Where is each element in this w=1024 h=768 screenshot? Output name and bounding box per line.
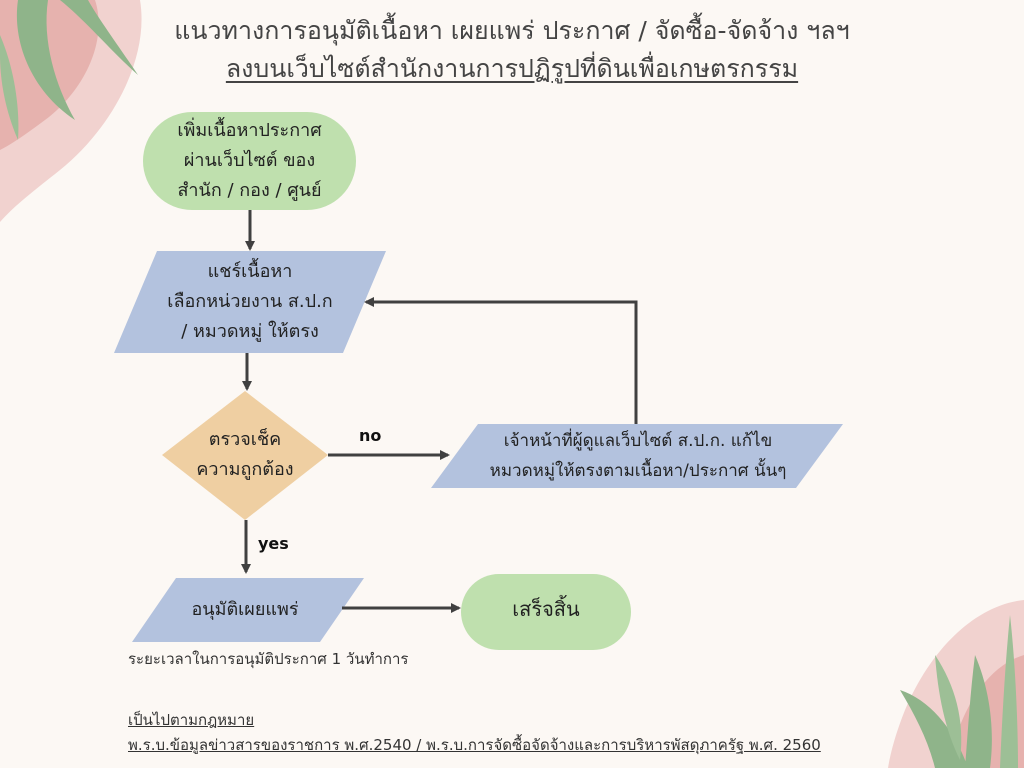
law-heading: เป็นไปตามกฎหมาย bbox=[128, 711, 255, 729]
start-terminal bbox=[143, 112, 356, 210]
fix-node-text: เจ้าหน้าที่ผู้ดูแลเว็บไซต์ ส.ป.ก. แก้ไข … bbox=[489, 431, 787, 481]
top-left-decoration bbox=[0, 0, 142, 222]
law-reference: พ.ร.บ.ข้อมูลข่าวสารของราชการ พ.ศ.2540 / … bbox=[128, 736, 821, 754]
share-process-shape bbox=[114, 251, 386, 353]
share-node: แชร์เนื้อหา เลือกหน่วยงาน ส.ป.ก / หมวดหม… bbox=[130, 251, 370, 353]
end-node-text: เสร็จสิ้น bbox=[512, 597, 580, 621]
decision-node: ตรวจเช็ค ความถูกต้อง bbox=[172, 420, 318, 490]
fix-node: เจ้าหน้าที่ผู้ดูแลเว็บไซต์ ส.ป.ก. แก้ไข … bbox=[440, 424, 836, 488]
publish-node-text: อนุมัติเผยแพร่ bbox=[191, 599, 299, 620]
publish-node: อนุมัติเผยแพร่ bbox=[150, 578, 340, 642]
edge-label-yes: yes bbox=[258, 534, 289, 553]
bottom-right-decoration bbox=[888, 600, 1024, 768]
arrow-fix-to-share bbox=[364, 297, 638, 424]
share-node-text: แชร์เนื้อหา เลือกหน่วยงาน ส.ป.ก / หมวดหม… bbox=[167, 261, 333, 342]
page-subtitle: ลงบนเว็บไซต์สำนักงานการปฏิรูปที่ดินเพื่อ… bbox=[225, 54, 799, 83]
publish-process-shape bbox=[132, 578, 364, 642]
fix-process-shape bbox=[431, 424, 843, 488]
page-title: แนวทางการอนุมัติเนื้อหา เผยแพร่ ประกาศ /… bbox=[174, 16, 850, 45]
end-terminal bbox=[461, 574, 631, 650]
edge-label-no: no bbox=[359, 426, 382, 445]
decision-node-text: ตรวจเช็ค ความถูกต้อง bbox=[196, 429, 294, 480]
decision-diamond bbox=[162, 391, 328, 520]
start-node-text: เพิ่มเนื้อหาประกาศ ผ่านเว็บไซต์ ของ สำนั… bbox=[177, 120, 322, 201]
duration-note: ระยะเวลาในการอนุมัติประกาศ 1 วันทำการ bbox=[128, 650, 409, 668]
start-node: เพิ่มเนื้อหาประกาศ ผ่านเว็บไซต์ ของ สำนั… bbox=[143, 112, 356, 210]
end-node: เสร็จสิ้น bbox=[461, 574, 631, 644]
